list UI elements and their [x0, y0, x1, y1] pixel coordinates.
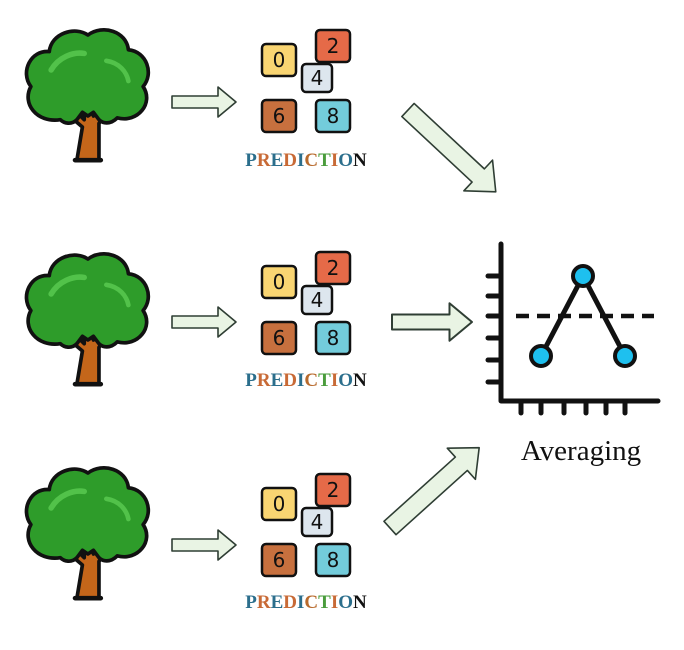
prediction-letter: I [331, 150, 338, 171]
prediction-letter: O [338, 150, 353, 171]
digit-tile-label: 6 [273, 548, 286, 572]
chart-point [613, 344, 637, 368]
digit-tile: 0 [260, 486, 298, 522]
arrow-up-right-icon [375, 431, 495, 545]
prediction-letter: R [257, 370, 271, 391]
digit-tile: 6 [260, 542, 298, 578]
prediction-letter: O [338, 370, 353, 391]
prediction-letter: I [297, 592, 304, 613]
digit-tile: 4 [300, 62, 334, 94]
digit-tile: 0 [260, 42, 298, 78]
prediction-letter: I [331, 592, 338, 613]
prediction-letter: N [353, 150, 367, 171]
digit-tile-label: 2 [327, 34, 340, 58]
prediction-letter: C [304, 592, 318, 613]
prediction-letter: O [338, 592, 353, 613]
prediction-letter: D [283, 592, 297, 613]
digit-tile: 2 [314, 28, 352, 64]
chart-point [571, 264, 595, 288]
prediction-letter: T [318, 150, 331, 171]
prediction-letter: D [283, 370, 297, 391]
prediction-letter: R [257, 592, 271, 613]
digit-tile: 8 [314, 320, 352, 356]
digit-tile-label: 8 [327, 548, 340, 572]
digit-tile: 0 [260, 264, 298, 300]
digit-tile: 8 [314, 542, 352, 578]
arrow-right-icon [171, 86, 237, 118]
tree-icon [26, 468, 148, 598]
digit-tile: 2 [314, 250, 352, 286]
prediction-letter: D [283, 150, 297, 171]
digit-tile-label: 2 [327, 478, 340, 502]
prediction-letter: T [318, 592, 331, 613]
prediction-letter: C [304, 370, 318, 391]
digit-tile-label: 4 [311, 288, 324, 312]
prediction-letter: E [271, 370, 284, 391]
prediction-letter: R [257, 150, 271, 171]
prediction-letter: I [297, 370, 304, 391]
number-tiles-icon: 0 24 6 8 [260, 472, 352, 578]
tree-icon [26, 30, 148, 160]
digit-tile-label: 8 [327, 326, 340, 350]
digit-tile-label: 8 [327, 104, 340, 128]
digit-tile: 4 [300, 284, 334, 316]
digit-tile-label: 6 [273, 326, 286, 350]
chart-point [529, 344, 553, 368]
prediction-letter: C [304, 150, 318, 171]
digit-tile-label: 6 [273, 104, 286, 128]
digit-tile: 6 [260, 98, 298, 134]
digit-tile-label: 0 [273, 270, 286, 294]
digit-tile: 4 [300, 506, 334, 538]
prediction-letter: I [331, 370, 338, 391]
prediction-letter: P [245, 592, 257, 613]
digit-tile-label: 0 [273, 492, 286, 516]
digit-tile: 6 [260, 320, 298, 356]
arrow-right-icon [171, 529, 237, 561]
prediction-letter: P [245, 370, 257, 391]
digit-tile: 8 [314, 98, 352, 134]
averaging-caption: Averaging [521, 435, 641, 467]
prediction-letter: N [353, 370, 367, 391]
prediction-letter: E [271, 592, 284, 613]
number-tiles-icon: 0 24 6 8 [260, 250, 352, 356]
number-tiles-icon: 0 24 6 8 [260, 28, 352, 134]
digit-tile-label: 0 [273, 48, 286, 72]
arrow-down-right-icon [392, 93, 511, 208]
prediction-label: PREDICTION [245, 592, 367, 613]
prediction-letter: P [245, 150, 257, 171]
prediction-label: PREDICTION [245, 370, 367, 391]
prediction-letter: N [353, 592, 367, 613]
prediction-letter: T [318, 370, 331, 391]
prediction-label: PREDICTION [245, 150, 367, 171]
prediction-letter: I [297, 150, 304, 171]
prediction-letter: E [271, 150, 284, 171]
line-chart-icon [485, 241, 661, 416]
digit-tile-label: 4 [311, 510, 324, 534]
tree-icon [26, 254, 148, 384]
digit-tile-label: 2 [327, 256, 340, 280]
arrow-right-icon [171, 306, 237, 338]
digit-tile: 2 [314, 472, 352, 508]
digit-tile-label: 4 [311, 66, 324, 90]
arrow-right-icon [391, 302, 473, 342]
